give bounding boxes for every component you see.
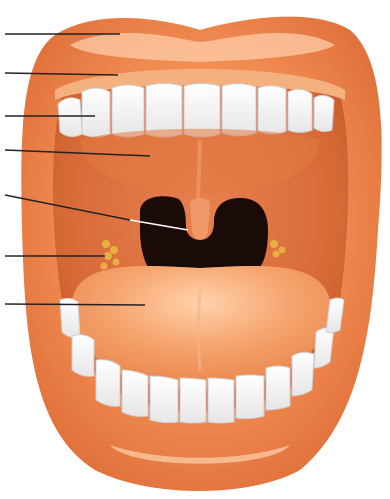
tongue-midline	[199, 290, 201, 370]
uvula	[190, 198, 210, 240]
palate-raphe	[198, 140, 200, 200]
leader-line-tongue	[5, 304, 145, 305]
